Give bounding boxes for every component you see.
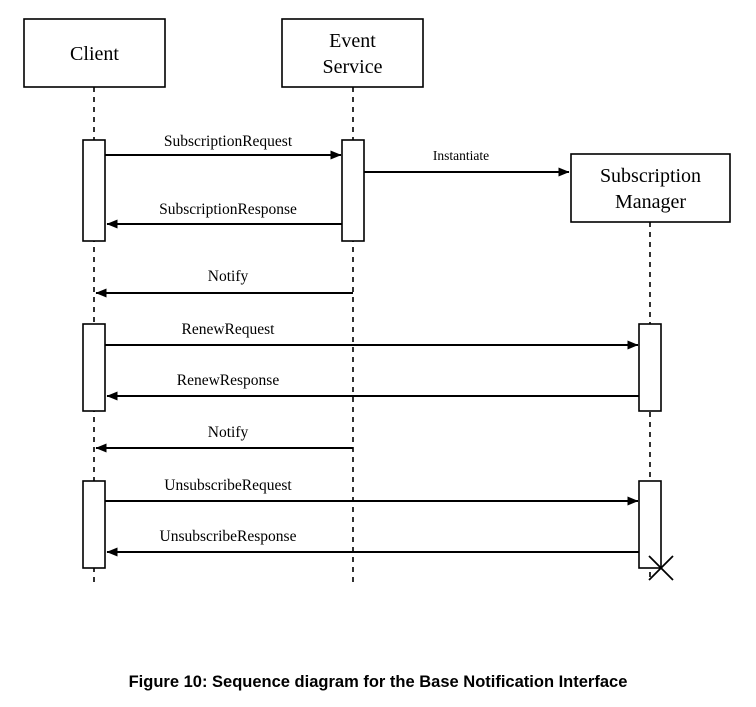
figure-caption: Figure 10: Sequence diagram for the Base… [128,673,628,691]
participant-label-subscription-manager-line2: Manager [615,191,686,213]
participant-label-event-service-line2: Service [323,56,383,78]
destroy-x-icon [648,555,674,581]
message-notify-1[interactable]: Notify [95,268,353,298]
participant-label-event-service-line1: Event [329,30,376,52]
participant-client[interactable]: Client [23,18,166,88]
activation-bar-client-2[interactable] [82,323,106,412]
activation-bar-event-service-1[interactable] [341,139,365,242]
message-subscription-response[interactable]: SubscriptionResponse [106,201,342,229]
message-label-renew-request: RenewRequest [182,321,276,338]
activation-bars-group [82,139,662,569]
message-label-subscription-response: SubscriptionResponse [159,201,297,218]
message-label-unsubscribe-request: UnsubscribeRequest [164,477,292,494]
lifelines-group [93,87,651,582]
participant-label-client: Client [70,43,119,65]
message-label-instantiate: Instantiate [433,148,489,163]
message-notify-2[interactable]: Notify [95,424,353,453]
destroy-x-stroke-2 [648,555,674,581]
participant-event-service[interactable]: Event Service [281,18,424,88]
message-label-notify-1: Notify [208,268,249,285]
participant-box-subscription-manager[interactable] [570,153,731,223]
message-renew-response[interactable]: RenewResponse [106,372,639,401]
message-subscription-request[interactable]: SubscriptionRequest [105,133,342,160]
participant-box-event-service[interactable] [281,18,424,88]
message-unsubscribe-request[interactable]: UnsubscribeRequest [105,477,639,506]
participant-box-client[interactable] [23,18,166,88]
participant-subscription-manager[interactable]: Subscription Manager [570,153,731,223]
message-label-renew-response: RenewResponse [177,372,280,389]
activation-bar-subscription-manager-2[interactable] [638,480,662,569]
message-label-subscription-request: SubscriptionRequest [164,133,293,150]
activation-bar-client-3[interactable] [82,480,106,569]
message-renew-request[interactable]: RenewRequest [105,321,639,350]
message-unsubscribe-response[interactable]: UnsubscribeResponse [106,528,639,557]
message-label-unsubscribe-response: UnsubscribeResponse [160,528,297,545]
message-label-notify-2: Notify [208,424,249,441]
activation-bar-client-1[interactable] [82,139,106,242]
activation-bar-subscription-manager-1[interactable] [638,323,662,412]
message-instantiate[interactable]: Instantiate [364,148,570,177]
participant-label-subscription-manager-line1: Subscription [600,165,701,187]
